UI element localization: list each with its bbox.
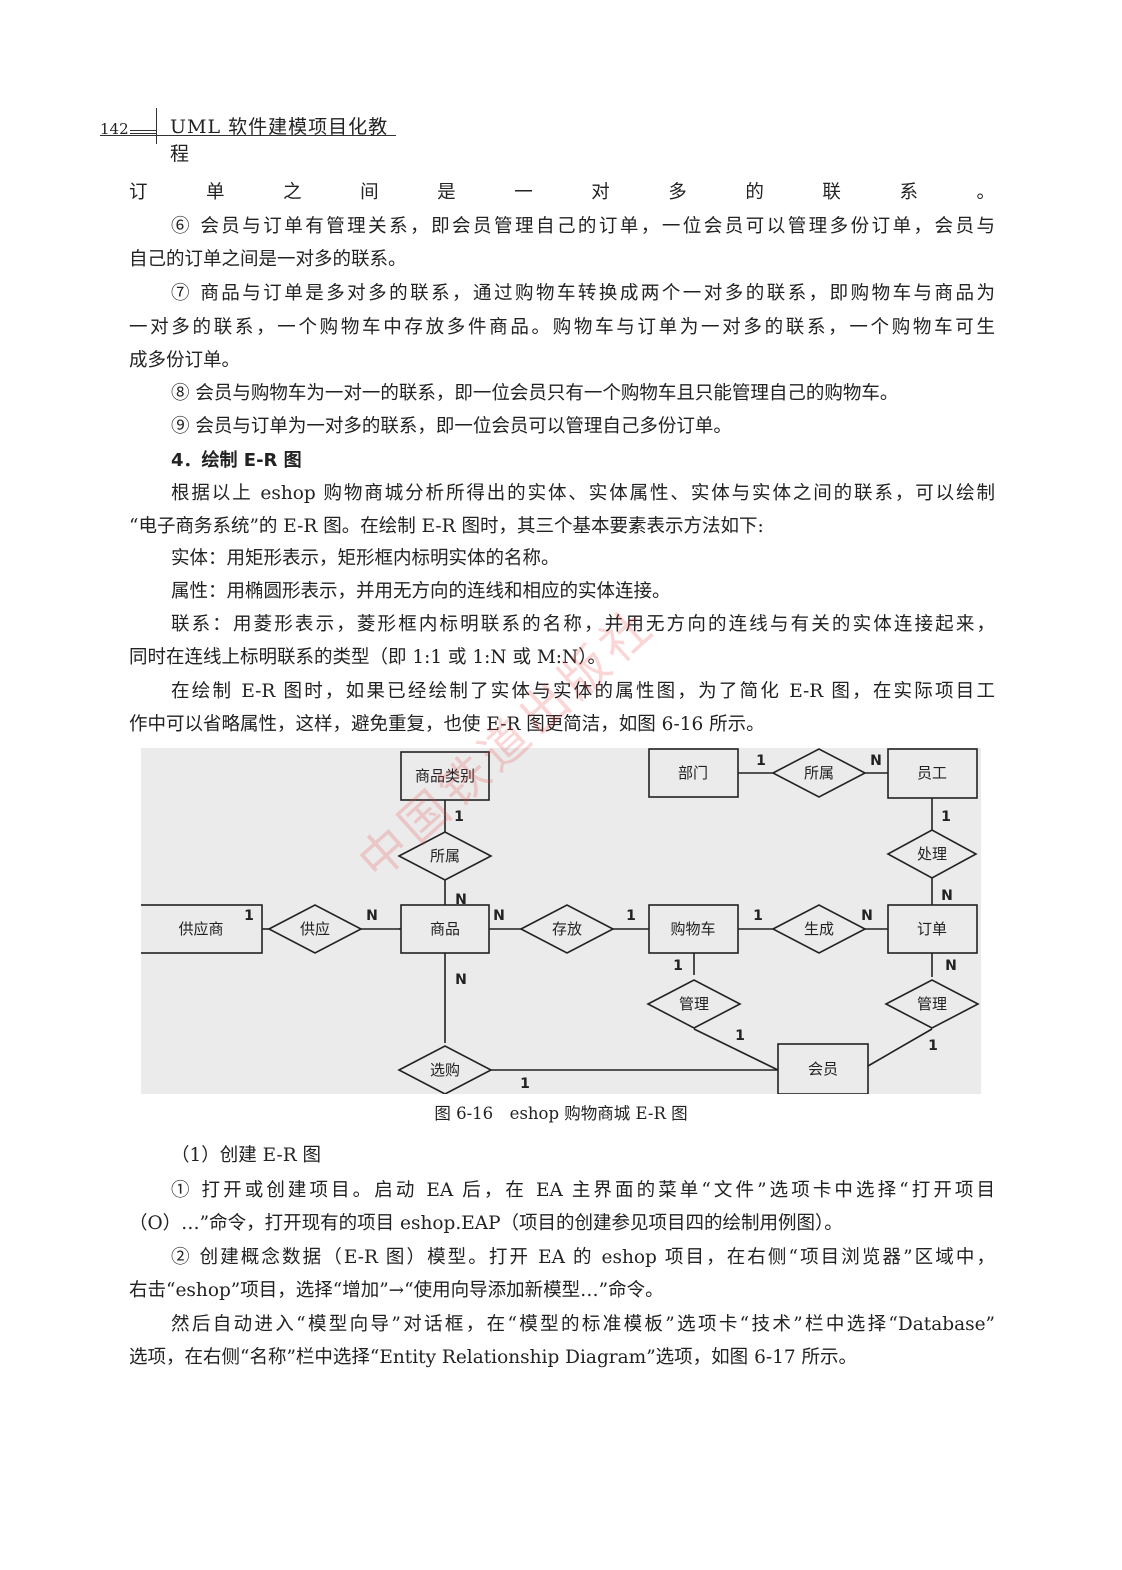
relationship-manage-order [884,979,980,1029]
relationship-manage-cart-label: 管理 [679,995,709,1013]
cardinality-label: N [861,908,873,924]
entity-department-label: 部门 [678,764,708,782]
entity-order-label: 订单 [917,920,947,938]
cardinality-label: 1 [928,1038,938,1054]
relationship-handle [886,829,978,879]
header-rule-mark [130,133,156,134]
page-number: 142 [100,120,129,138]
entity-goods-category-label: 商品类别 [415,767,475,785]
figure-caption: 图 6-16 eshop 购物商城 E-R 图 [434,1104,688,1123]
entity-goods [400,904,490,954]
relationship-purchase-label: 选购 [430,1061,460,1079]
cardinality-label: 1 [244,908,254,924]
header-rule-mark [130,130,156,131]
book-title: UML 软件建模项目化教程 [170,116,389,165]
paragraph-line: ⑨ 会员与订单为一对多的联系，即一位会员可以管理自己多份订单。 [171,416,732,437]
entity-employee-label: 员工 [917,764,947,782]
paragraph-line: 选项，在右侧“名称”栏中选择“Entity Relationship Diagr… [129,1347,858,1368]
cardinality-label: 1 [626,908,636,924]
cardinality-label: 1 [756,753,766,769]
cardinality-label: N [945,958,957,974]
paragraph-line: “电子商务系统”的 E-R 图。在绘制 E-R 图时，其三个基本要素表示方法如下… [129,516,764,537]
er-diagram-svg: 供应商 商品 商品类别 购物车 订单 部门 员工 会员 供应 所属 存放 生成 … [141,748,981,1094]
paragraph-line: 联系：用菱形表示，菱形框内标明联系的名称，并用无方向的连线与有关的实体连接起来， [171,614,995,635]
paragraph-line: ② 创建概念数据（E-R 图）模型。打开 EA 的 eshop 项目，在右侧“项… [171,1247,995,1268]
cardinality-label: N [941,888,953,904]
relationship-purchase [397,1045,493,1094]
cardinality-label: N [870,753,882,769]
relationship-store-label: 存放 [552,920,582,938]
relationship-supply-label: 供应 [300,920,330,938]
entity-member [777,1043,869,1094]
relationship-generate-label: 生成 [804,920,834,938]
entity-goods-category [400,751,490,801]
subsection-heading: （1）创建 E-R 图 [171,1145,322,1166]
cardinality-label: N [366,908,378,924]
entity-cart-label: 购物车 [670,920,715,938]
relationship-handle-label: 处理 [917,845,947,863]
header-divider [156,108,157,144]
relationship-belong-dept-label: 所属 [804,764,834,782]
cardinality-label: 1 [735,1028,745,1044]
paragraph-line: ⑥ 会员与订单有管理关系，即会员管理自己的订单，一位会员可以管理多份订单，会员与 [171,216,995,237]
cardinality-label: 1 [673,958,683,974]
paragraph-line: 根据以上 eshop 购物商城分析所得出的实体、实体属性、实体与实体之间的联系，… [171,483,995,504]
paragraph-line: 成多份订单。 [129,350,241,371]
paragraph-line: （O）…”命令，打开现有的项目 eshop.EAP（项目的创建参见项目四的绘制用… [129,1213,843,1234]
connector [693,1028,779,1071]
paragraph-line: ⑧ 会员与购物车为一对一的联系，即一位会员只有一个购物车且只能管理自己的购物车。 [171,383,899,404]
cardinality-label: N [455,892,467,908]
paragraph-line: 一对多的联系，一个购物车中存放多件商品。购物车与订单为一对多的联系，一个购物车可… [129,317,995,338]
entity-cart [648,904,739,954]
running-header: 142 UML 软件建模项目化教程 [100,108,396,165]
paragraph-line: 在绘制 E-R 图时，如果已经绘制了实体与实体的属性图，为了简化 E-R 图，在… [171,681,995,702]
paragraph-line: ⑦ 商品与订单是多对多的联系，通过购物车转换成两个一对多的联系，即购物车与商品为 [171,283,995,304]
relationship-generate [771,904,867,954]
entity-department [648,748,739,798]
paragraph-line: 右击“eshop”项目，选择“增加”→“使用向导添加新模型…”命令。 [129,1280,664,1301]
relationship-belong-category-label: 所属 [430,847,460,865]
cardinality-label: N [455,972,467,988]
header-rule [100,135,396,136]
relationship-belong-category [397,831,493,881]
paragraph-line: 订单之间是一对多的联系。 [129,182,995,203]
paragraph-line: ① 打开或创建项目。启动 EA 后，在 EA 主界面的菜单“文件”选项卡中选择“… [171,1180,995,1201]
entity-order [887,904,978,954]
relationship-belong-dept [771,748,867,798]
paragraph-line: 属性：用椭圆形表示，并用无方向的连线和相应的实体连接。 [171,581,671,602]
entity-member-label: 会员 [808,1060,838,1078]
cardinality-label: N [493,908,505,924]
paragraph-line: 作中可以省略属性，这样，避免重复，也使 E-R 图更简洁，如图 6-16 所示。 [129,714,765,735]
er-diagram: 供应商 商品 商品类别 购物车 订单 部门 员工 会员 供应 所属 存放 生成 … [141,748,981,1094]
relationship-manage-order-label: 管理 [917,995,947,1013]
entity-supplier [141,904,263,954]
cardinality-label: 1 [753,908,763,924]
cardinality-label: 1 [520,1076,530,1092]
entity-supplier-label: 供应商 [178,920,223,938]
relationship-manage-cart [646,979,742,1029]
paragraph-line: 然后自动进入“模型向导”对话框，在“模型的标准模板”选项卡“技术”栏中选择“Da… [171,1314,995,1335]
paragraph-line: 实体：用矩形表示，矩形框内标明实体的名称。 [171,548,560,569]
entity-employee [887,748,978,799]
relationship-supply [267,904,363,954]
section-heading: 4．绘制 E-R 图 [171,450,302,471]
paragraph-line: 同时在连线上标明联系的类型（即 1:1 或 1:N 或 M:N）。 [129,647,606,668]
cardinality-label: 1 [941,809,951,825]
cardinality-label: 1 [454,809,464,825]
connector [867,1028,933,1067]
relationship-store [519,904,615,954]
entity-goods-label: 商品 [430,920,460,938]
paragraph-line: 自己的订单之间是一对多的联系。 [129,249,407,270]
